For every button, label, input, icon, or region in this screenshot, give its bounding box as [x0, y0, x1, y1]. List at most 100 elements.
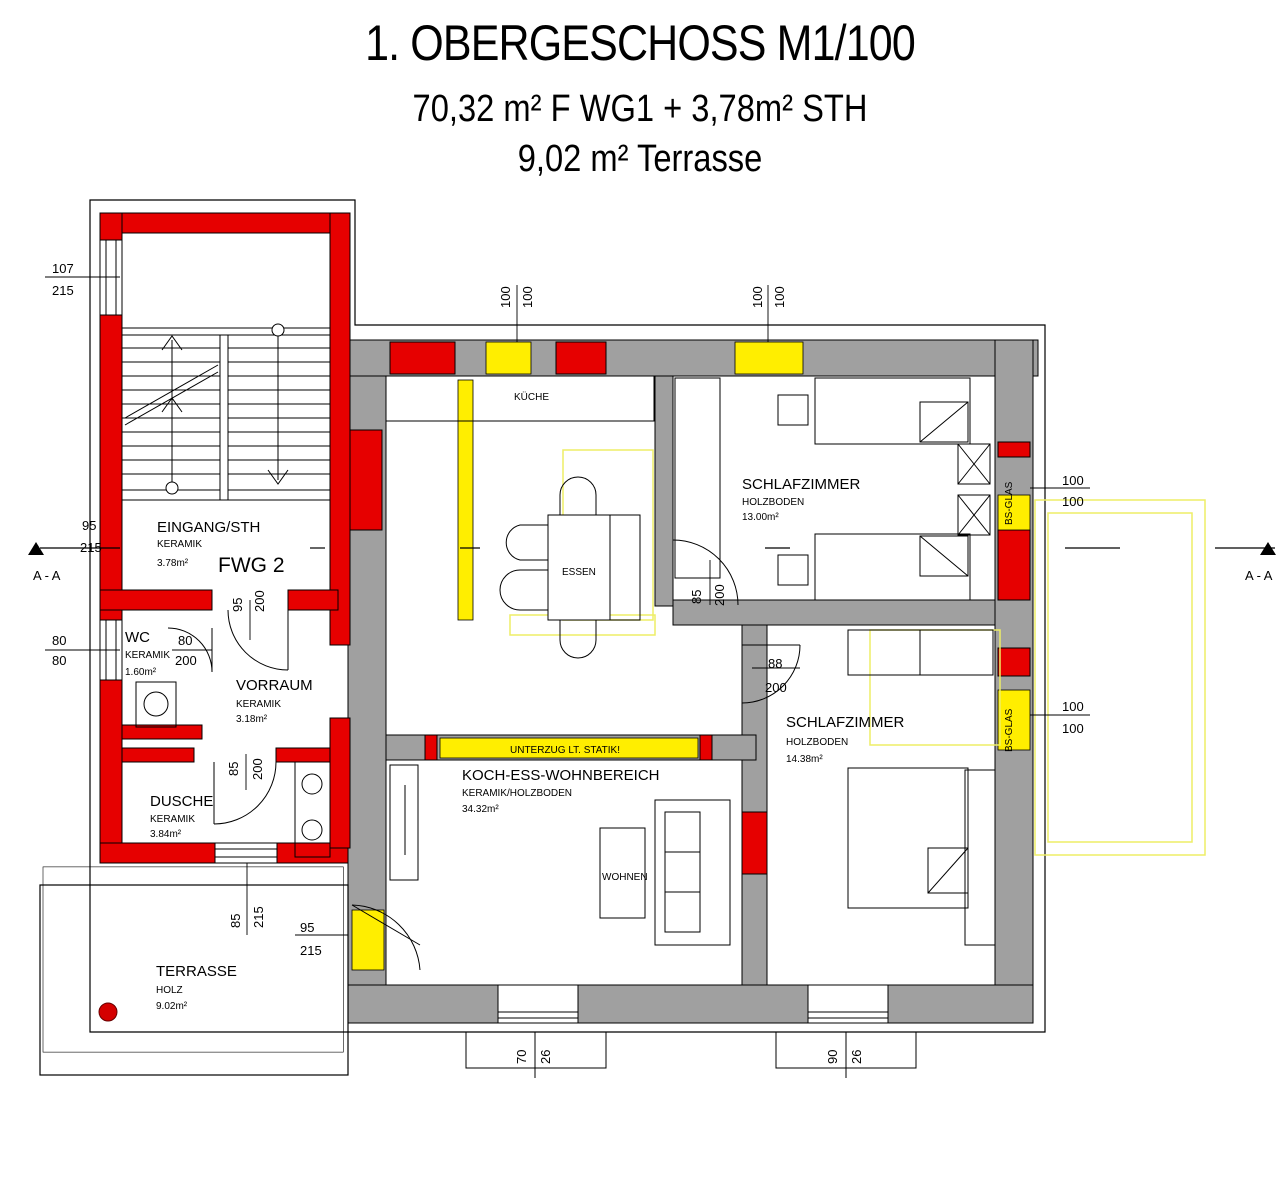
- room-terrasse-name: TERRASSE: [156, 963, 237, 980]
- labels: A - A A - A KÜCHE ESSEN WOHNEN UNTERZUG …: [33, 261, 1273, 1064]
- svg-text:200: 200: [765, 680, 787, 695]
- svg-text:26: 26: [849, 1050, 864, 1064]
- svg-text:80: 80: [52, 653, 66, 668]
- terrace-outline: [39, 884, 349, 1076]
- svg-text:KERAMIK: KERAMIK: [157, 539, 202, 550]
- chair: [777, 554, 809, 586]
- svg-text:KERAMIK: KERAMIK: [125, 650, 170, 661]
- svg-text:3.78m²: 3.78m²: [157, 558, 189, 569]
- highlights: [351, 341, 1031, 971]
- svg-text:200: 200: [250, 758, 265, 780]
- svg-text:1.60m²: 1.60m²: [125, 667, 157, 678]
- chair: [559, 476, 597, 515]
- outer-outline: [89, 199, 1046, 1033]
- svg-text:200: 200: [175, 653, 197, 668]
- title-block: 1. OBERGESCHOSS M1/100 70,32 m² F WG1 + …: [0, 0, 1280, 200]
- room-koch-name: KOCH-ESS-WOHNBEREICH: [462, 767, 660, 784]
- staircase: [121, 232, 331, 501]
- room-schlaf2-name: SCHLAFZIMMER: [786, 714, 905, 731]
- svg-text:100: 100: [1062, 494, 1084, 509]
- svg-text:KERAMIK: KERAMIK: [150, 814, 195, 825]
- room-wc-name: WC: [125, 629, 150, 646]
- beam-label: UNTERZUG LT. STATIK!: [510, 745, 620, 756]
- svg-text:215: 215: [80, 540, 102, 555]
- svg-text:100: 100: [750, 286, 765, 308]
- coffee-table: [599, 827, 646, 919]
- svg-text:85: 85: [228, 914, 243, 928]
- wardrobe: [964, 769, 996, 946]
- dimension-lines: [45, 276, 1090, 936]
- stair-end-marker: [271, 323, 285, 337]
- svg-text:90: 90: [825, 1050, 840, 1064]
- svg-text:KERAMIK/HOLZBODEN: KERAMIK/HOLZBODEN: [462, 788, 572, 799]
- sofa: [654, 799, 731, 946]
- new-walls: [99, 212, 1031, 875]
- section-label-right: A - A: [1245, 568, 1273, 583]
- room-wohnen: WOHNEN: [602, 872, 648, 883]
- chair: [777, 394, 809, 426]
- bench: [609, 514, 641, 621]
- svg-text:100: 100: [498, 286, 513, 308]
- svg-text:100: 100: [1062, 473, 1084, 488]
- svg-text:HOLZBODEN: HOLZBODEN: [786, 737, 848, 748]
- section-arrow-left: [28, 542, 44, 555]
- bed: [814, 377, 971, 445]
- svg-text:HOLZBODEN: HOLZBODEN: [742, 497, 804, 508]
- svg-text:26: 26: [538, 1050, 553, 1064]
- svg-text:100: 100: [1062, 699, 1084, 714]
- fixtures: [135, 375, 996, 946]
- svg-text:88: 88: [768, 656, 782, 671]
- plan-subtitle-area: 70,32 m² F WG1 + 3,78m² STH: [412, 88, 868, 130]
- svg-text:80: 80: [178, 633, 192, 648]
- svg-text:200: 200: [712, 584, 727, 606]
- svg-text:215: 215: [52, 283, 74, 298]
- chair: [505, 524, 548, 561]
- window-sills: [465, 1031, 917, 1078]
- svg-text:95: 95: [230, 598, 245, 612]
- stair-treads: [122, 334, 330, 491]
- section-arrow-right: [1260, 542, 1276, 555]
- chair: [499, 569, 548, 611]
- chair: [559, 620, 597, 659]
- room-eingang-name: EINGANG/STH: [157, 519, 260, 536]
- section-label-left: A - A: [33, 568, 61, 583]
- bed: [814, 533, 971, 601]
- svg-text:95: 95: [300, 920, 314, 935]
- svg-text:100: 100: [520, 286, 535, 308]
- plan-title: 1. OBERGESCHOSS M1/100: [365, 15, 916, 71]
- svg-text:95: 95: [82, 518, 96, 533]
- room-schlaf1-name: SCHLAFZIMMER: [742, 476, 861, 493]
- svg-text:107: 107: [52, 261, 74, 276]
- double-bed: [847, 767, 969, 909]
- svg-text:9.02m²: 9.02m²: [156, 1001, 188, 1012]
- windows: [99, 239, 889, 1024]
- svg-text:HOLZ: HOLZ: [156, 985, 183, 996]
- svg-text:80: 80: [52, 633, 66, 648]
- stair-start-marker: [165, 481, 179, 495]
- svg-text:14.38m²: 14.38m²: [786, 754, 823, 765]
- room-essen: ESSEN: [562, 567, 596, 578]
- door-swings: [167, 539, 801, 971]
- wardrobe: [674, 377, 721, 579]
- svg-text:85: 85: [226, 762, 241, 776]
- svg-text:3.18m²: 3.18m²: [236, 714, 268, 725]
- plan-subtitle-terrace: 9,02 m² Terrasse: [517, 138, 763, 180]
- svg-text:100: 100: [1062, 721, 1084, 736]
- kitchen-counter: [385, 375, 655, 422]
- room-kueche: KÜCHE: [514, 391, 549, 403]
- svg-text:13.00m²: 13.00m²: [742, 512, 779, 523]
- yellow-outlines: [509, 449, 1206, 856]
- svg-text:215: 215: [300, 943, 322, 958]
- svg-text:70: 70: [514, 1050, 529, 1064]
- svg-text:200: 200: [252, 590, 267, 612]
- toilet: [135, 681, 177, 728]
- room-vorraum-name: VORRAUM: [236, 677, 313, 694]
- glass-label: BS-GLAS: [1004, 481, 1015, 525]
- svg-text:KERAMIK: KERAMIK: [236, 699, 281, 710]
- drain-marker: [98, 1002, 118, 1022]
- svg-text:3.84m²: 3.84m²: [150, 829, 182, 840]
- room-dusche-name: DUSCHE: [150, 793, 213, 810]
- svg-text:215: 215: [251, 906, 266, 928]
- svg-text:34.32m²: 34.32m²: [462, 804, 499, 815]
